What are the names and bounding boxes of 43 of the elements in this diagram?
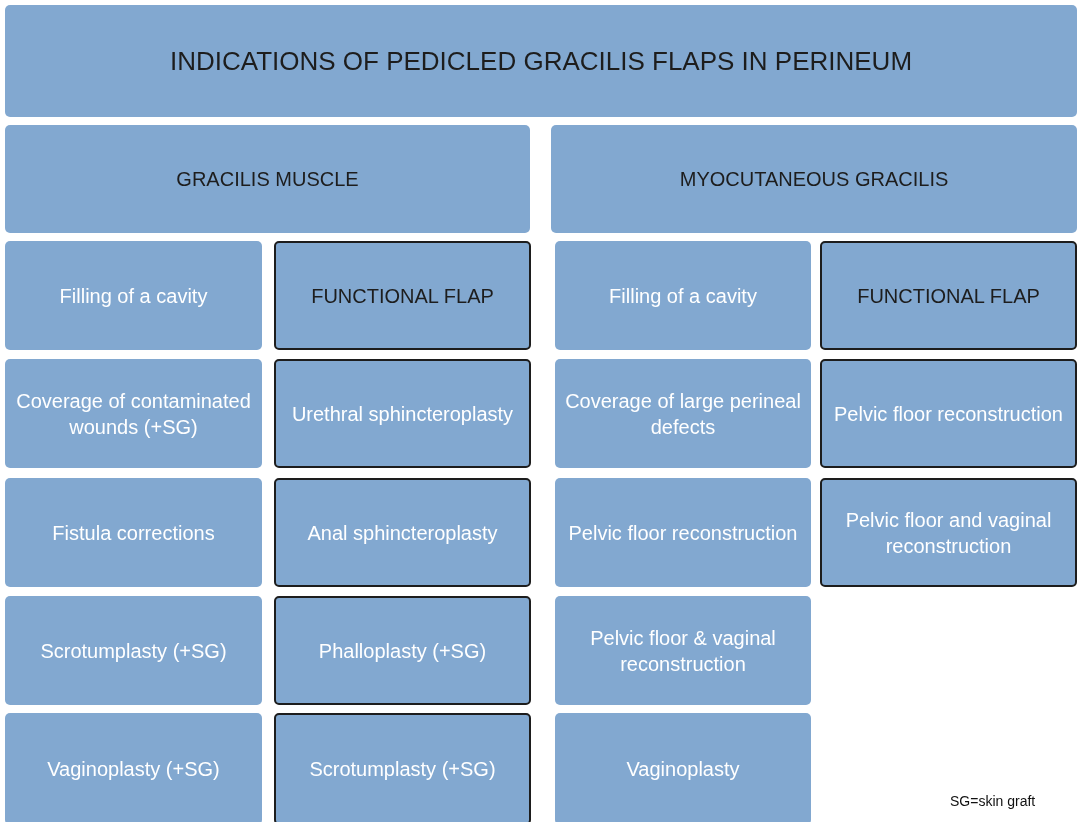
indication-box xyxy=(820,478,1077,587)
indication-box xyxy=(5,596,262,705)
category-header-box xyxy=(551,125,1077,233)
indication-box xyxy=(555,241,811,350)
footnote: SG=skin graft xyxy=(950,793,1036,809)
box-label: Filling of a cavity xyxy=(58,283,209,309)
indication-box xyxy=(274,478,531,587)
box-label: Vaginoplasty xyxy=(625,757,741,782)
indication-box xyxy=(555,478,811,587)
box-label: FUNCTIONAL FLAP xyxy=(310,283,495,309)
box-label: Coverage of large perineal defects xyxy=(564,388,802,440)
indication-box xyxy=(820,359,1077,468)
box-label: GRACILIS MUSCLE xyxy=(175,167,360,192)
box-label: Pelvic floor & vaginal reconstruction xyxy=(589,625,777,677)
indication-box xyxy=(5,241,262,350)
box-label: Coverage of contaminated wounds (+SG) xyxy=(15,388,252,440)
box-label: INDICATIONS OF PEDICLED GRACILIS FLAPS IN PERINEUM xyxy=(168,48,914,74)
title-banner xyxy=(5,5,1077,117)
indication-box xyxy=(555,713,811,822)
indication-box xyxy=(5,359,262,468)
box-label: Scrotumplasty (+SG) xyxy=(308,757,497,782)
box-label: Vaginoplasty (+SG) xyxy=(46,757,221,782)
box-label: Filling of a cavity xyxy=(608,283,758,309)
indication-box xyxy=(555,359,811,468)
box-label: Fistula corrections xyxy=(51,520,216,546)
box-label: FUNCTIONAL FLAP xyxy=(856,283,1041,309)
box-label: Pelvic floor reconstruction xyxy=(833,401,1064,427)
box-label: Anal sphincteroplasty xyxy=(306,520,499,546)
indication-box xyxy=(274,596,531,705)
box-label: Pelvic floor reconstruction xyxy=(567,520,799,546)
box-label: MYOCUTANEOUS GRACILIS xyxy=(678,167,950,192)
indication-box xyxy=(274,359,531,468)
box-label: Phalloplasty (+SG) xyxy=(317,638,488,664)
indication-box xyxy=(5,713,262,822)
box-label: Scrotumplasty (+SG) xyxy=(39,638,228,664)
box-label: Urethral sphincteroplasty xyxy=(290,401,515,427)
indication-box xyxy=(274,713,531,822)
indication-box xyxy=(820,241,1077,350)
indication-box xyxy=(274,241,531,350)
box-label: Pelvic floor and vaginal reconstruction xyxy=(844,507,1053,559)
indication-box xyxy=(5,478,262,587)
indication-box xyxy=(555,596,811,705)
category-header-box xyxy=(5,125,530,233)
